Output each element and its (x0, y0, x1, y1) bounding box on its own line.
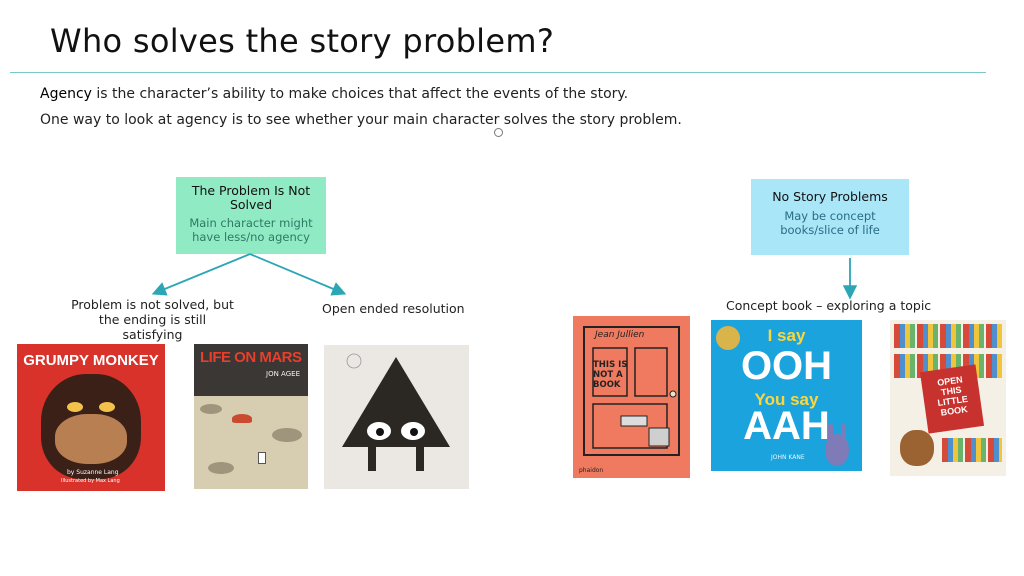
ooh-line-4: AAH (743, 404, 830, 448)
book-cover-i-say-ooh: I say OOH You say AAH JOHN KANE (711, 320, 862, 471)
donkey-illustration (825, 424, 849, 466)
title-divider (10, 72, 986, 73)
grumpy-monkey-illustrator: Illustrated by Max Lang (61, 478, 120, 484)
not-a-book-author: Jean Jullien (595, 330, 645, 340)
book-cover-life-on-mars: LIFE ON MARS JON AGEE (194, 344, 308, 489)
mars-spaceship (232, 414, 252, 423)
book-cover-this-is-not-a-book: Jean Jullien THIS IS NOT A BOOK phaidon (573, 316, 690, 478)
mars-rock (272, 428, 302, 442)
handle-circle-icon (494, 128, 503, 137)
door-details (592, 347, 677, 449)
bookshelf (894, 324, 1002, 348)
grumpy-monkey-author: by Suzanne Lang (67, 469, 119, 476)
agency-explanation: One way to look at agency is to see whet… (40, 112, 682, 128)
agency-definition: Agency is the character’s ability to mak… (40, 86, 628, 102)
life-on-mars-author: JON AGEE (266, 370, 300, 378)
award-seal-icon (716, 326, 740, 350)
caption-open-ended: Open ended resolution (322, 301, 465, 316)
problem-not-solved-box: The Problem Is Not Solved Main character… (176, 177, 326, 254)
door-illustration (583, 326, 680, 456)
no-story-problems-box: No Story Problems May be concept books/s… (751, 179, 909, 255)
book-cover-triangle (324, 345, 469, 489)
not-a-book-publisher: phaidon (579, 467, 604, 474)
ooh-line-2: OOH (740, 344, 833, 388)
arrow-left (151, 253, 251, 296)
bookshelf (942, 438, 1002, 462)
arrow-right (249, 253, 347, 296)
triangle-illustration (342, 353, 450, 471)
ooh-line-1: I say (767, 326, 806, 345)
caption-not-solved-satisfying: Problem is not solved, but the ending is… (71, 297, 234, 342)
slide-title: Who solves the story problem? (50, 22, 555, 60)
monkey-eye-right (99, 402, 115, 412)
ooh-line-3: You say (754, 390, 819, 409)
book-cover-grumpy-monkey: GRUMPY MONKEY by Suzanne Lang Illustrate… (17, 344, 165, 491)
mars-rock (208, 462, 234, 474)
grumpy-monkey-title: GRUMPY MONKEY (23, 352, 159, 369)
life-on-mars-title: LIFE ON MARS (200, 349, 302, 366)
not-a-book-title: THIS IS NOT A BOOK (593, 360, 628, 390)
book-cover-open-this-little-book: OPEN THIS LITTLE BOOK (890, 320, 1006, 476)
no-story-problems-subtitle: May be concept books/slice of life (780, 209, 880, 237)
open-this-little-book-title: OPEN THIS LITTLE BOOK (936, 374, 969, 418)
ooh-author: JOHN KANE (771, 454, 805, 461)
agency-definition-text: is the character’s ability to make choic… (91, 86, 629, 102)
monkey-muzzle (55, 414, 127, 464)
mars-astronaut (258, 452, 266, 464)
bear-illustration (900, 430, 934, 466)
mars-sky (194, 344, 308, 396)
agency-term: Agency (40, 86, 92, 102)
mars-rock (200, 404, 222, 414)
monkey-eye-left (67, 402, 83, 412)
no-story-problems-title: No Story Problems (772, 189, 888, 204)
caption-concept-book: Concept book – exploring a topic (726, 298, 932, 313)
problem-not-solved-title: The Problem Is Not Solved (191, 183, 311, 212)
problem-not-solved-subtitle: Main character might have less/no agency (189, 216, 313, 244)
